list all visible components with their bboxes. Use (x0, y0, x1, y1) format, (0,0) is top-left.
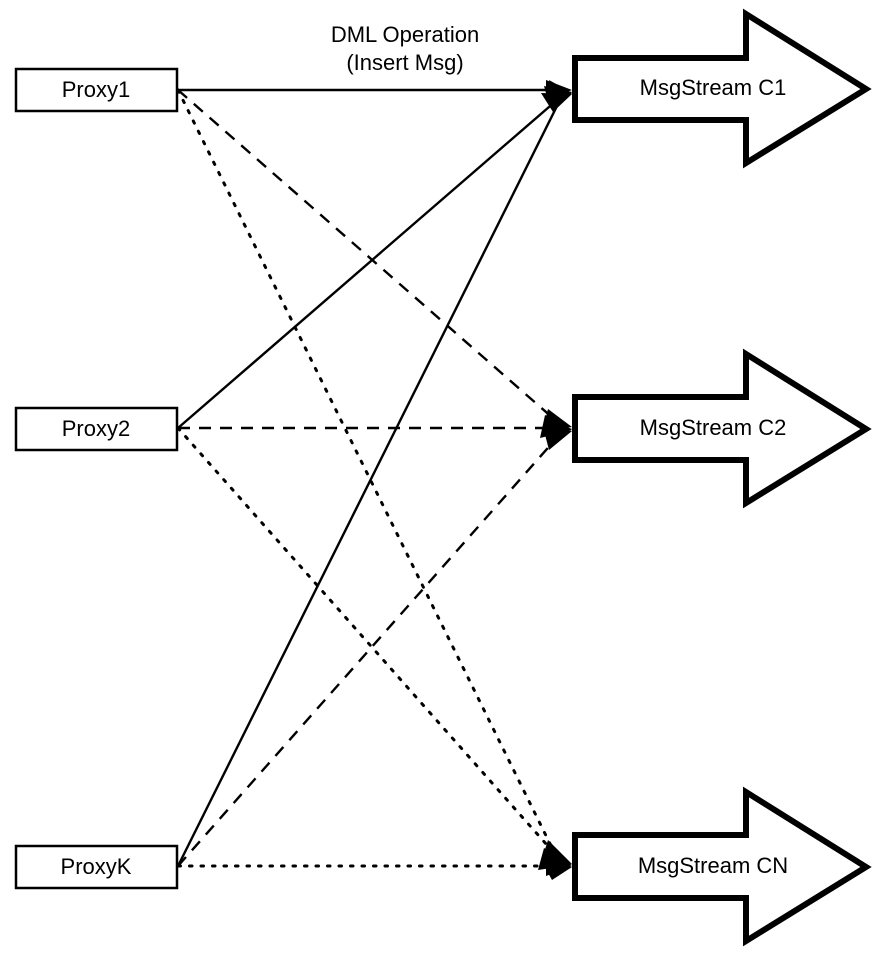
node-stream-c2[interactable]: MsgStream C2 (572, 348, 872, 509)
edge-proxy2-to-stream-c1 (177, 93, 565, 429)
arrowhead-icon (540, 415, 572, 438)
node-proxy2[interactable]: Proxy2 (14, 406, 179, 452)
edge-proxy2-to-stream-cn (176, 426, 564, 864)
node-proxy1[interactable]: Proxy1 (14, 67, 179, 113)
proxyk-label: ProxyK (61, 854, 132, 879)
node-proxyk[interactable]: ProxyK (14, 844, 179, 890)
arrowhead-icon (541, 93, 572, 112)
stream-cn-arrow-shape[interactable] (572, 786, 872, 947)
arrowhead-icon (542, 862, 572, 880)
proxy2-box[interactable] (14, 406, 179, 452)
stream-c1-label: MsgStream C1 (640, 75, 787, 100)
edge-proxyk-to-stream-c1 (176, 95, 564, 867)
stream-c2-arrow-shape[interactable] (572, 348, 872, 509)
proxyk-box[interactable] (14, 844, 179, 890)
edge-proxy1-to-stream-c2 (177, 89, 563, 427)
proxy1-label: Proxy1 (62, 77, 130, 102)
node-stream-cn[interactable]: MsgStream CN (572, 786, 872, 947)
edge-group-proxy2 (176, 93, 566, 864)
dml-operation-line2: (Insert Msg) (346, 50, 463, 75)
edge-group-proxy1 (176, 88, 566, 866)
annotation-dml-operation: DML Operation (Insert Msg) (331, 22, 479, 75)
node-stream-c1[interactable]: MsgStream C1 (572, 8, 872, 169)
stream-c2-label: MsgStream C2 (640, 415, 787, 440)
edge-proxyk-to-stream-c2 (177, 431, 563, 867)
arrowhead-cluster-stream-c1 (541, 80, 572, 112)
proxy2-label: Proxy2 (62, 416, 130, 441)
arrowhead-icon (549, 80, 572, 105)
arrowhead-cluster-stream-cn (538, 840, 572, 880)
stream-c1-arrow-shape[interactable] (572, 8, 872, 169)
proxy1-box[interactable] (14, 67, 179, 113)
arrowhead-cluster-stream-c2 (540, 409, 572, 450)
dml-operation-line1: DML Operation (331, 22, 479, 47)
stream-cn-label: MsgStream CN (638, 853, 788, 878)
edge-group-proxyk (176, 95, 568, 868)
edge-proxy1-to-stream-cn (176, 88, 562, 866)
